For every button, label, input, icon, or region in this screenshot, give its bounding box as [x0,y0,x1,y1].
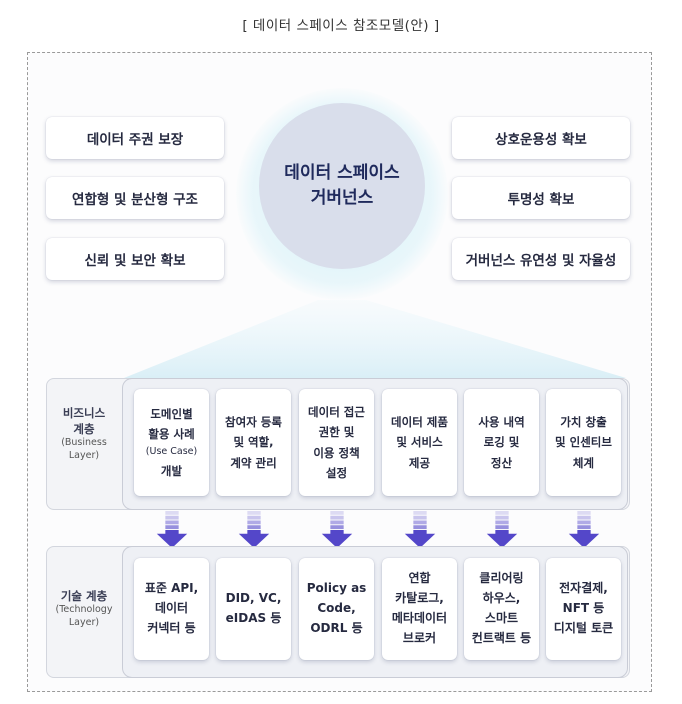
business-card-2-line-3: 계약 관리 [230,455,277,470]
technology-card-2: DID, VC, eIDAS 등 [216,558,291,660]
layer-arrow-3 [321,511,352,549]
technology-card-6-line-3: 디지털 토큰 [553,620,614,635]
technology-card-5-line-4: 컨트랙트 등 [471,630,532,645]
technology-card-5-line-3: 스마트 [484,611,519,625]
technology-card-3-line-2: Code, [317,601,356,616]
layer-arrow-1 [156,511,187,549]
technology-layer-label-en-2: Layer) [68,616,100,628]
business-layer-label-en-2: Layer) [68,450,100,461]
business-layer-label-ko-2: 계층 [73,422,95,437]
business-card-3-line-4: 설정 [325,465,348,480]
business-card-2-line-2: 및 역할, [233,435,274,450]
business-card-4-line-1: 데이터 제품 [391,415,448,430]
business-layer-label-ko-1: 비즈니스 [62,406,106,420]
technology-card-3-line-3: ODRL 등 [310,620,363,635]
technology-card-3-line-1: Policy as [306,581,367,596]
technology-card-1-line-1: 표준 API, [144,581,199,596]
business-card-6-line-1: 가치 창출 [560,415,607,430]
principle-governance-flexibility: 거버넌스 유연성 및 자율성 [452,238,630,280]
business-card-3-line-1: 데이터 접근 [308,405,365,420]
business-card-3-line-3: 이용 정책 [313,445,360,460]
layer-arrow-5 [486,511,517,549]
technology-card-4-line-3: 메타데이터 [391,611,448,625]
principle-federated-structure: 연합형 및 분산형 구조 [46,177,224,219]
circle-title-line2: 거버넌스 [310,188,374,208]
governance-circle: 데이터 스페이스 거버넌스 [259,103,425,269]
technology-layer-label: 기술 계층 (Technology Layer) [46,588,122,630]
business-layer-label: 비즈니스 계층 (Business Layer) [46,405,122,463]
principle-trust-security: 신뢰 및 보안 확보 [46,238,224,280]
diagram-title: [ 데이터 스페이스 참조모델(안) ] [242,18,440,34]
circle-title-line1: 데이터 스페이스 [284,163,400,184]
technology-card-1-line-3: 커넥터 등 [147,620,196,635]
technology-card-5-line-2: 하우스, [482,591,521,606]
technology-layer-label-en-1: (Technology [55,604,113,616]
technology-card-4-line-2: 카탈로그, [395,591,444,606]
business-card-2-line-1: 참여자 등록 [225,415,282,430]
technology-card-6-line-1: 전자결제, [559,581,608,596]
principle-transparency: 투명성 확보 [452,177,630,219]
business-card-6-line-2: 및 인센티브 [555,435,612,450]
technology-layer-label-ko: 기술 계층 [60,589,108,603]
principle-data-sovereignty: 데이터 주권 보장 [46,117,224,159]
technology-card-2-line-1: DID, VC, [225,591,282,606]
layer-arrow-6 [568,511,599,549]
business-card-1-line-1: 도메인별 [150,407,193,421]
business-card-1-line-4: 개발 [160,463,183,478]
technology-card-4-line-4: 브로커 [402,630,437,645]
business-card-3-line-2: 권한 및 [318,425,355,440]
business-card-4-line-3: 제공 [408,455,431,470]
business-card-6-line-3: 체계 [572,455,595,470]
technology-card-3: Policy as Code, ODRL 등 [299,558,374,660]
technology-card-1-line-2: 데이터 [154,601,189,616]
business-layer-label-en-1: (Business [61,437,107,449]
layer-arrow-2 [238,511,269,549]
business-card-1-line-3: (Use Case) [145,446,198,458]
business-card-5-line-3: 정산 [490,455,513,470]
principle-interoperability: 상호운용성 확보 [452,117,630,159]
technology-card-2-line-2: eIDAS 등 [225,611,282,625]
technology-card-5-line-1: 클리어링 [479,571,524,586]
layer-arrow-4 [404,511,435,549]
technology-card-4-line-1: 연합 [408,571,431,586]
business-card-5-line-1: 사용 내역 [478,415,525,430]
business-card-5-line-2: 로깅 및 [483,435,520,450]
technology-card-6-line-2: NFT 등 [562,601,605,616]
business-card-1-line-2: 활용 사례 [148,427,195,442]
business-card-4-line-2: 및 서비스 [396,435,443,450]
